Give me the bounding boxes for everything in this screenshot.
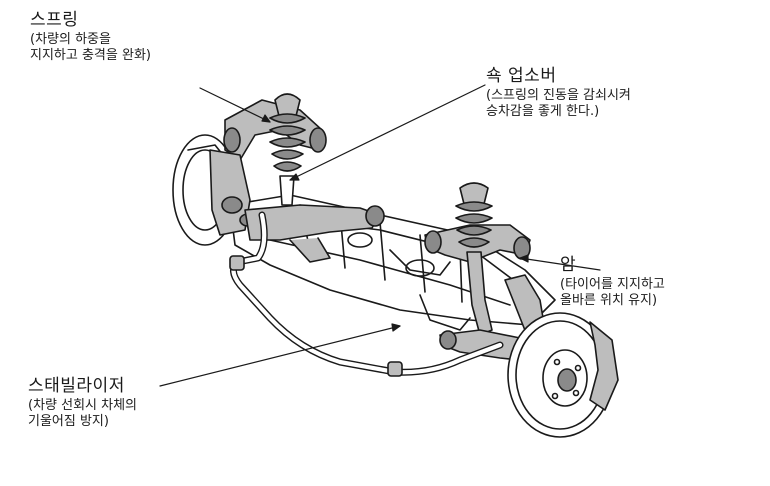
right-spring [455, 182, 493, 336]
right-brake-rotor [507, 312, 619, 438]
left-lower-arm [244, 204, 385, 263]
arm-title: 암 [560, 255, 577, 275]
stabilizer-title: 스태빌라이저 [28, 376, 125, 396]
arm-desc-2: 올바른 위치 유지) [560, 293, 658, 309]
shock-absorber-desc-1: (스프링의 진동을 감쇠시켜 [486, 87, 631, 103]
spring-label: 스프링 (차량의 하중을 지지하고 충격을 완화) [30, 10, 151, 65]
stabilizer-label: 스태빌라이저 (차량 선회시 차체의 기울어짐 방지) [28, 376, 137, 431]
leader-lines [159, 84, 601, 387]
shock-absorber-title: 쇽 업소버 [486, 66, 557, 86]
shock-absorber-desc-2: 승차감을 좋게 한다.) [486, 104, 600, 120]
arm-label: 암 (타이어를 지지하고 올바른 위치 유지) [560, 255, 665, 310]
spring-desc-2: 지지하고 충격을 완화) [30, 48, 151, 64]
stabilizer-bar [229, 211, 504, 377]
arm-desc-1: (타이어를 지지하고 [560, 276, 665, 292]
spring-title: 스프링 [30, 10, 79, 30]
stabilizer-desc-1: (차량 선회시 차체의 [28, 397, 138, 413]
stabilizer-desc-2: 기울어짐 방지) [28, 414, 109, 430]
spring-desc-1: (차량의 하중을 [30, 31, 111, 47]
shock-absorber-label: 쇽 업소버 (스프링의 진동을 감쇠시켜 승차감을 좋게 한다.) [486, 66, 631, 121]
